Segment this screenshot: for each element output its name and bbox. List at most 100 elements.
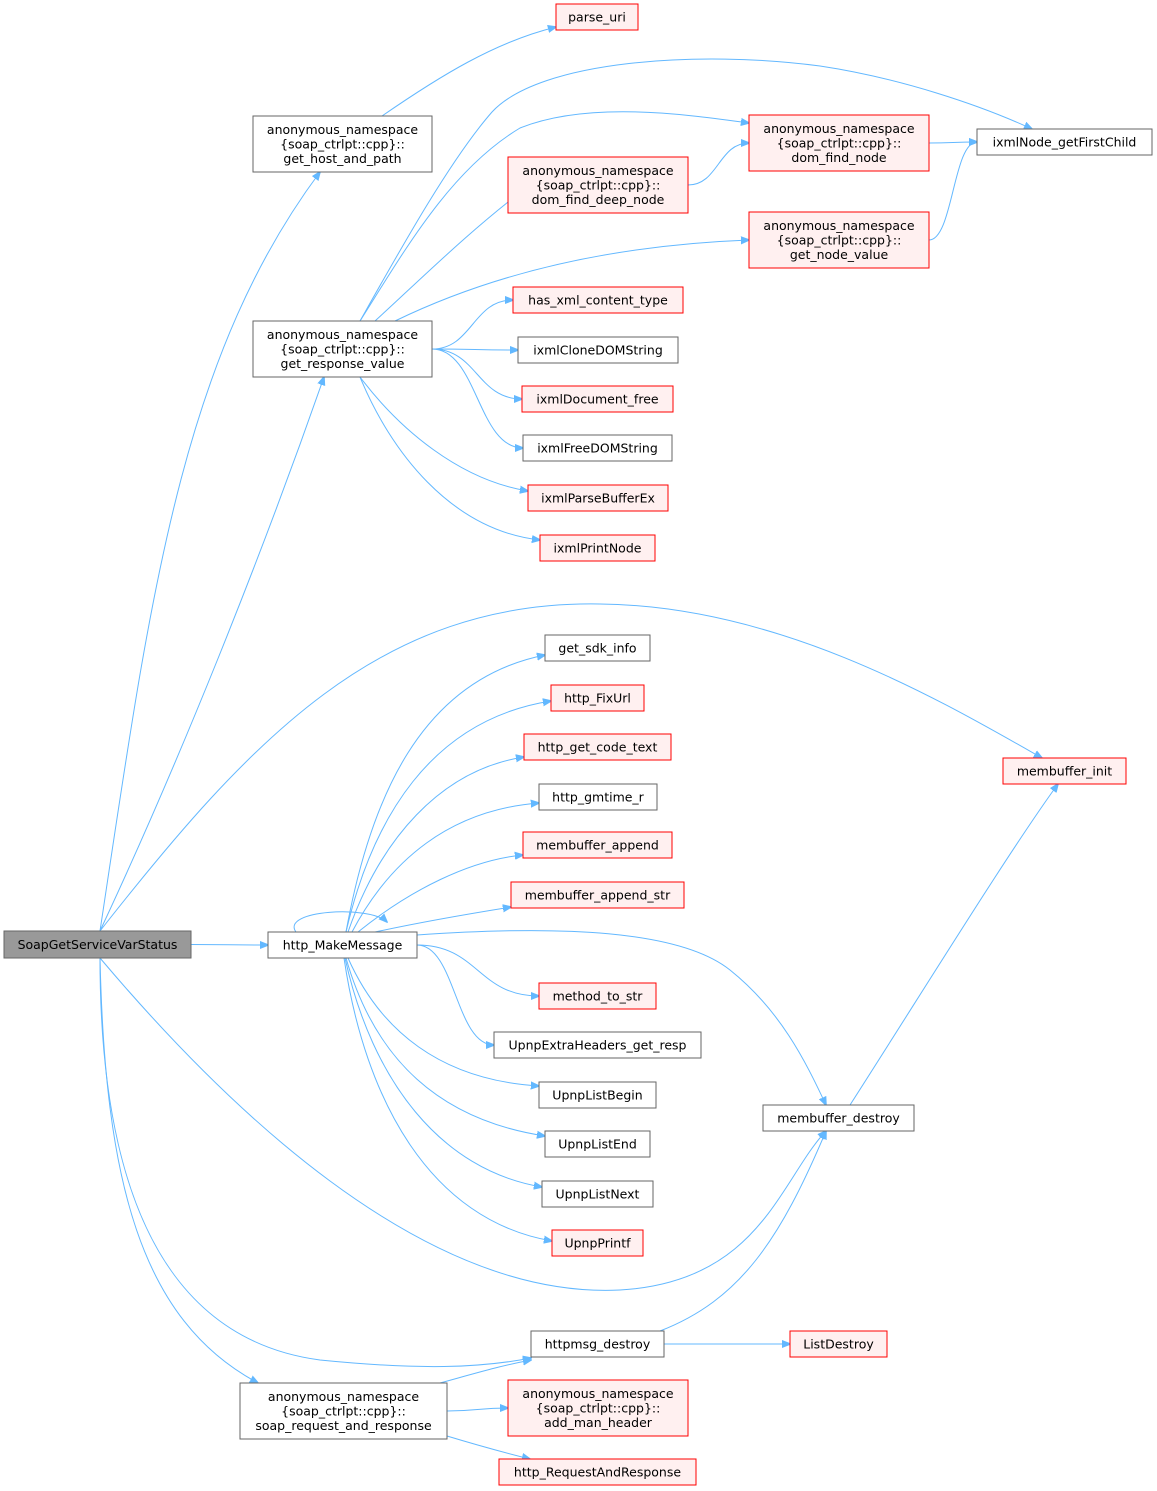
node-box: [789, 1330, 888, 1358]
node-label-line: http_MakeMessage: [283, 938, 403, 953]
node-has_xml_content_type[interactable]: has_xml_content_type: [512, 286, 684, 314]
node-box: [517, 336, 679, 364]
node-UpnpListEnd[interactable]: UpnpListEnd: [544, 1130, 651, 1158]
node-get_node_value[interactable]: anonymous_namespace{soap_ctrlpt::cpp}::g…: [748, 211, 930, 269]
node-label-line: ixmlNode_getFirstChild: [993, 135, 1137, 150]
edge-line: [431, 348, 523, 448]
node-label-line: ixmlFreeDOMString: [537, 441, 658, 456]
node-ixmlFreeDOMString[interactable]: ixmlFreeDOMString: [522, 434, 673, 462]
node-get_sdk_info[interactable]: get_sdk_info: [544, 634, 651, 662]
node-box: [507, 156, 689, 214]
edge-line: [446, 1435, 530, 1459]
node-dom_find_node[interactable]: anonymous_namespace{soap_ctrlpt::cpp}::d…: [748, 114, 930, 172]
node-box: [538, 783, 658, 811]
edge-root-to-soap_request_and_response: [99, 957, 258, 1383]
node-ixmlPrintNode[interactable]: ixmlPrintNode: [539, 534, 656, 562]
node-label-line: UpnpListEnd: [558, 1137, 637, 1152]
node-UpnpListNext[interactable]: UpnpListNext: [541, 1180, 654, 1208]
edge-dom_find_deep_node-to-dom_find_node: [687, 143, 749, 186]
node-box: [550, 684, 645, 712]
edge-soap_request_and_response-to-http_RequestAndResponse: [446, 1435, 530, 1459]
edge-root-to-httpmsg_destroy: [99, 957, 531, 1368]
node-box: [267, 931, 418, 959]
edge-line: [359, 376, 540, 540]
node-http_get_code_text[interactable]: http_get_code_text: [523, 733, 672, 761]
edge-http_MakeMessage-to-get_sdk_info: [345, 655, 545, 933]
node-box: [522, 831, 673, 859]
node-label-line: anonymous_namespace: [763, 121, 914, 136]
node-membuffer_append_str[interactable]: membuffer_append_str: [510, 881, 685, 909]
edge-line: [687, 143, 749, 186]
node-label-line: add_man_header: [544, 1415, 653, 1430]
node-label-line: soap_request_and_response: [255, 1418, 432, 1433]
node-box: [551, 1229, 644, 1257]
node-ListDestroy[interactable]: ListDestroy: [789, 1330, 888, 1358]
node-label-line: membuffer_destroy: [777, 1111, 900, 1126]
edge-line: [431, 348, 522, 399]
node-box: [252, 115, 433, 173]
edge-line: [359, 111, 749, 322]
node-box: [544, 634, 651, 662]
edge-http_MakeMessage-to-UpnpExtraHeaders_get_resp: [416, 944, 494, 1045]
node-label-line: dom_find_node: [791, 150, 886, 165]
node-box: [3, 930, 192, 959]
edge-get_response_value-to-has_xml_content_type: [431, 300, 513, 350]
edge-line: [659, 1131, 826, 1332]
node-label-line: anonymous_namespace: [763, 218, 914, 233]
node-membuffer_append[interactable]: membuffer_append: [522, 831, 673, 859]
edge-http_MakeMessage-to-http_FixUrl: [345, 701, 551, 933]
node-soap_request_and_response[interactable]: anonymous_namespace{soap_ctrlpt::cpp}::s…: [239, 1382, 448, 1440]
node-method_to_str[interactable]: method_to_str: [538, 982, 657, 1010]
node-membuffer_init[interactable]: membuffer_init: [1002, 757, 1127, 785]
node-UpnpPrintf[interactable]: UpnpPrintf: [551, 1229, 644, 1257]
node-dom_find_deep_node[interactable]: anonymous_namespace{soap_ctrlpt::cpp}::d…: [507, 156, 689, 214]
node-label-line: ixmlDocument_free: [536, 392, 658, 407]
edge-get_response_value-to-ixmlCloneDOMString: [431, 349, 518, 350]
node-box: [522, 434, 673, 462]
node-http_MakeMessage[interactable]: http_MakeMessage: [267, 931, 418, 959]
node-label-line: anonymous_namespace: [268, 1389, 419, 1404]
edge-line: [344, 957, 542, 1187]
edge-line: [928, 142, 977, 143]
node-label-line: anonymous_namespace: [522, 1386, 673, 1401]
node-root[interactable]: SoapGetServiceVarStatus: [3, 930, 192, 959]
node-label-line: get_host_and_path: [283, 151, 401, 166]
node-http_RequestAndResponse[interactable]: http_RequestAndResponse: [498, 1458, 697, 1486]
node-UpnpExtraHeaders_get_resp[interactable]: UpnpExtraHeaders_get_resp: [493, 1031, 702, 1059]
node-httpmsg_destroy[interactable]: httpmsg_destroy: [530, 1330, 665, 1358]
node-box: [507, 1379, 689, 1437]
node-box: [976, 128, 1153, 156]
node-box: [252, 320, 433, 378]
edge-line: [190, 945, 268, 946]
node-ixmlNode_getFirstChild[interactable]: ixmlNode_getFirstChild: [976, 128, 1153, 156]
edge-http_MakeMessage-to-membuffer_destroy: [416, 930, 826, 1105]
node-label-line: membuffer_append: [536, 838, 659, 853]
node-get_response_value[interactable]: anonymous_namespace{soap_ctrlpt::cpp}::g…: [252, 320, 433, 378]
edge-get_host_and_path-to-parse_uri: [381, 27, 556, 117]
edge-line: [99, 957, 258, 1383]
node-label-line: ixmlCloneDOMString: [533, 343, 663, 358]
edge-line: [928, 142, 977, 241]
edge-line: [439, 1360, 531, 1384]
node-UpnpListBegin[interactable]: UpnpListBegin: [538, 1081, 657, 1109]
node-add_man_header[interactable]: anonymous_namespace{soap_ctrlpt::cpp}::a…: [507, 1379, 689, 1437]
edge-soap_request_and_response-to-httpmsg_destroy: [439, 1360, 531, 1384]
node-box: [538, 982, 657, 1010]
edge-http_MakeMessage-to-http_gmtime_r: [351, 803, 539, 933]
node-ixmlCloneDOMString[interactable]: ixmlCloneDOMString: [517, 336, 679, 364]
edge-layer: [99, 27, 1058, 1459]
node-label-line: UpnpListBegin: [552, 1088, 642, 1103]
node-label-line: http_FixUrl: [564, 691, 631, 706]
node-label-line: ixmlPrintNode: [554, 541, 642, 556]
node-http_FixUrl[interactable]: http_FixUrl: [550, 684, 645, 712]
edge-membuffer_destroy-to-membuffer_init: [849, 784, 1058, 1106]
node-ixmlDocument_free[interactable]: ixmlDocument_free: [521, 385, 674, 413]
node-label-line: get_response_value: [281, 356, 405, 371]
node-get_host_and_path[interactable]: anonymous_namespace{soap_ctrlpt::cpp}::g…: [252, 115, 433, 173]
node-parse_uri[interactable]: parse_uri: [555, 3, 639, 31]
node-ixmlParseBufferEx[interactable]: ixmlParseBufferEx: [527, 484, 669, 512]
node-http_gmtime_r[interactable]: http_gmtime_r: [538, 783, 658, 811]
node-membuffer_destroy[interactable]: membuffer_destroy: [762, 1104, 915, 1132]
edge-http_MakeMessage-to-http_get_code_text: [347, 757, 524, 933]
